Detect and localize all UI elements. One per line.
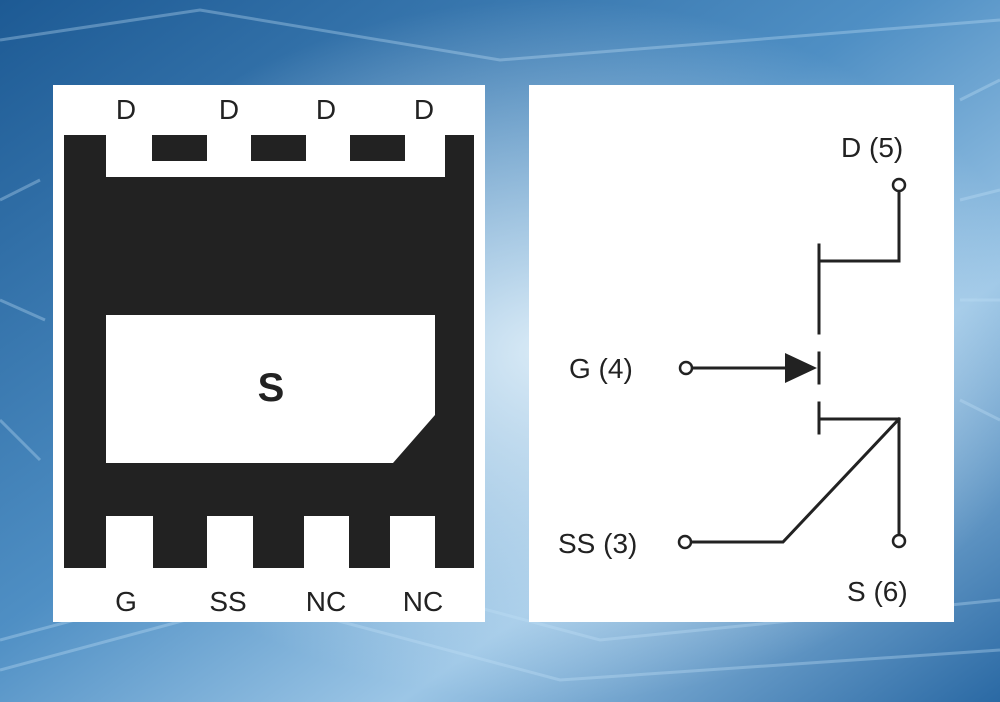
drain-terminal [891,177,907,193]
source-label: S (6) [847,576,908,607]
sense-source-label: SS (3) [558,528,637,559]
bottom-pin-label-nc-1: NC [306,586,346,617]
source-pad [106,315,435,463]
drain-slot [152,135,207,161]
source-wire [817,417,901,537]
gate-label: G (4) [569,353,633,384]
drain-slot [251,135,306,161]
top-pin-label-4: D [414,94,434,125]
bottom-pin-label-ss: SS [209,586,246,617]
top-pin-label-2: D [219,94,239,125]
top-pin-label-3: D [316,94,336,125]
drain-label: D (5) [841,132,903,163]
gate-terminal [678,360,694,376]
gate-arrow [785,353,817,383]
package-outline-panel: D D D D S G SS NC NC [53,85,485,622]
bottom-pin-label-nc-2: NC [403,586,443,617]
schematic-panel: D (5) G (4) SS (3) S (6) [529,85,954,622]
sense-source-terminal [677,534,693,550]
top-pin-label-1: D [116,94,136,125]
sense-source-wire [689,416,902,544]
package-outline: D D D D S G SS NC NC [64,94,474,617]
source-pad-label: S [258,366,285,410]
jfet-schematic: D (5) G (4) SS (3) S (6) [558,132,908,607]
bottom-pin-label-g: G [115,586,137,617]
source-terminal [891,533,907,549]
drain-wire [817,189,901,263]
drain-slot [350,135,405,161]
